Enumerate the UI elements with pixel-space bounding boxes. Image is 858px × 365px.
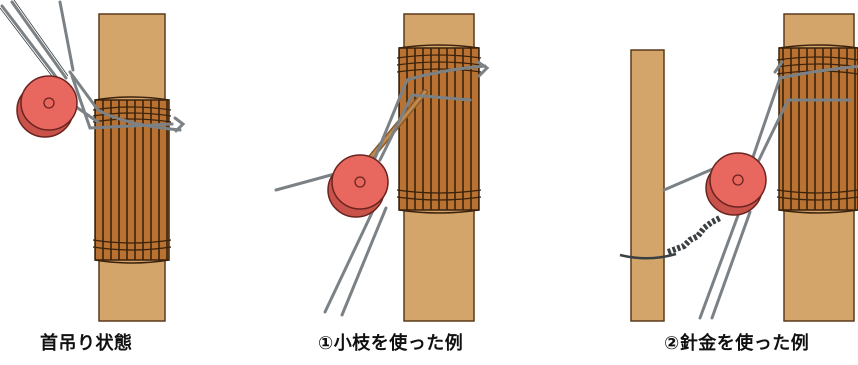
- pulley-icon: [16, 75, 78, 138]
- pulley-icon: [705, 152, 767, 216]
- rope-lines-1: [0, 0, 186, 133]
- rope-lines-3: [662, 60, 858, 320]
- rope-outlines-1: [0, 0, 69, 85]
- panel-3-wire-example: [619, 13, 858, 322]
- bark-wrap-icon: [396, 44, 482, 214]
- caption-twig-example: ①小枝を使った例: [318, 333, 464, 354]
- pulley-icon: [327, 154, 389, 218]
- wire-coil-icon: [619, 215, 722, 260]
- caption-wire-example: ②針金を使った例: [664, 333, 810, 354]
- rope-lines-2: [274, 60, 490, 317]
- panel-1-hanging-state: [0, 0, 186, 322]
- small-tree-trunk: [630, 49, 665, 322]
- panel-2-twig-example: [274, 13, 490, 322]
- caption-hanging-state: 首吊り状態: [40, 333, 133, 354]
